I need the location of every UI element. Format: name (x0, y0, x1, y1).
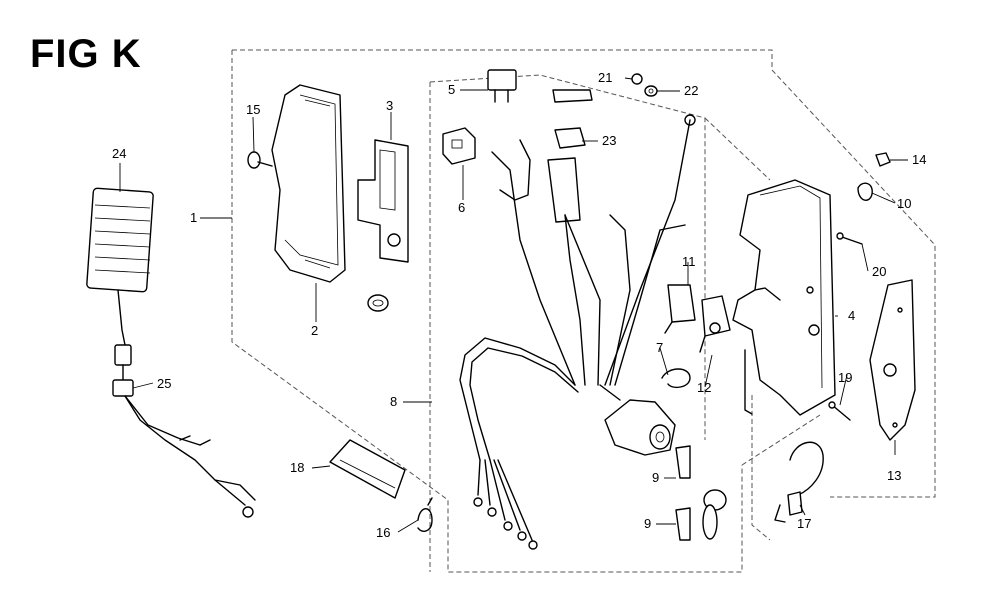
part-16-clip (417, 497, 433, 532)
grommet (367, 294, 389, 312)
callout-15: 15 (246, 102, 260, 117)
part-22-washer (644, 85, 658, 97)
callout-21: 21 (598, 70, 612, 85)
callout-8: 8 (390, 394, 397, 409)
callout-3: 3 (386, 98, 393, 113)
part-17-strap (774, 441, 824, 523)
part-19-screw (828, 401, 851, 421)
part-12-switch (699, 295, 731, 353)
callout-23: 23 (602, 133, 616, 148)
part-3-bracket (357, 139, 409, 263)
callout-19: 19 (838, 370, 852, 385)
ignition-switch (604, 399, 676, 456)
callout-22: 22 (684, 83, 698, 98)
callout-18: 18 (290, 460, 304, 475)
assembly-group-outlines (231, 49, 936, 573)
callout-16: 16 (376, 525, 390, 540)
callout-9-upper: 9 (652, 470, 659, 485)
part-6-connector (442, 127, 476, 165)
callout-25: 25 (157, 376, 171, 391)
callout-7: 7 (656, 340, 663, 355)
leader-lines (119, 77, 908, 533)
part-21-nut (631, 73, 643, 85)
callout-4: 4 (848, 308, 855, 323)
callout-9-lower: 9 (644, 516, 651, 531)
part-4-panel (732, 179, 836, 416)
callout-24: 24 (112, 146, 126, 161)
part-15-screw (247, 151, 273, 169)
part-25-harness (112, 379, 256, 518)
callout-11: 11 (682, 254, 696, 269)
callout-20: 20 (872, 264, 886, 279)
callout-13: 13 (887, 468, 901, 483)
callout-labels: 1 2 3 4 5 6 7 8 9 9 10 11 12 13 14 15 16… (112, 70, 926, 540)
callout-10: 10 (897, 196, 911, 211)
part-9-key-upper (675, 445, 727, 511)
part-7-clip (661, 368, 691, 389)
part-13-plate (869, 279, 916, 441)
part-8-wire-harness (459, 114, 696, 550)
part-18-pad (329, 439, 406, 499)
part-9-key-lower (675, 504, 718, 541)
part-20-screw (836, 232, 863, 245)
callout-6: 6 (458, 200, 465, 215)
callout-5: 5 (448, 82, 455, 97)
figure-title: FIG K (30, 32, 142, 76)
part-24-regulator (86, 187, 154, 381)
part-5-relay (487, 69, 517, 103)
part-11-switch (664, 284, 696, 334)
part-2-cover (271, 84, 346, 283)
part-23-fuse-holder (547, 89, 593, 223)
callout-1: 1 (190, 210, 197, 225)
callout-12: 12 (697, 380, 711, 395)
callout-17: 17 (797, 516, 811, 531)
part-14-bolt (875, 152, 891, 167)
callout-14: 14 (912, 152, 926, 167)
part-10-collar (857, 182, 873, 201)
callout-2: 2 (311, 323, 318, 338)
